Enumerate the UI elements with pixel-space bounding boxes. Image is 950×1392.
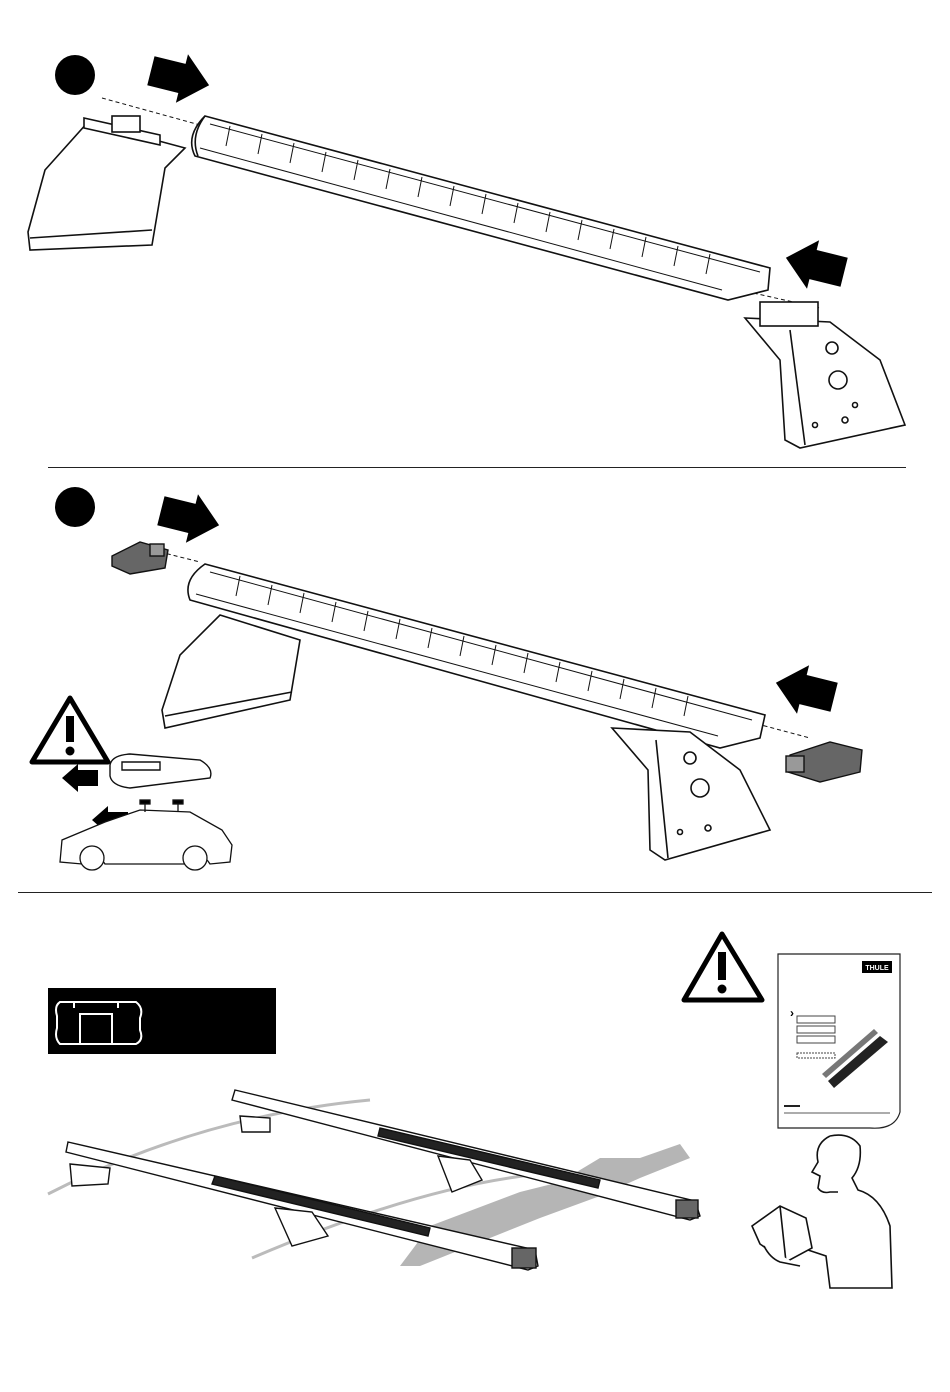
roof-bar: [192, 116, 770, 300]
manual-icon: THULE ›: [778, 954, 900, 1128]
arrow-left-icon: [62, 764, 98, 792]
warning-icon: [32, 698, 108, 762]
warning-icon: [684, 934, 762, 1000]
car-front-direction-icon: [60, 800, 232, 870]
step-1-panel: [0, 0, 950, 468]
end-cap-right: [786, 742, 862, 782]
arrow-left-icon: [770, 658, 840, 721]
final-check-panel: THULE ›: [0, 896, 950, 1392]
step-2-illustration: [0, 470, 950, 894]
left-foot: [28, 116, 185, 250]
right-foot: [745, 302, 905, 448]
arrow-right-icon: [155, 486, 225, 549]
bar-profile-icon: [110, 754, 211, 788]
divider: [18, 892, 932, 893]
arrow-right-icon: [145, 46, 215, 109]
right-foot: [612, 728, 770, 860]
svg-text:›: ›: [790, 1006, 794, 1020]
arrow-left-icon: [780, 233, 850, 296]
final-illustration: THULE ›: [0, 896, 950, 1392]
left-foot: [162, 615, 300, 728]
person-reading-icon: [752, 1135, 892, 1288]
step-1-illustration: [0, 0, 950, 468]
divider: [48, 467, 906, 468]
end-cap-left: [112, 542, 168, 574]
step-2-panel: [0, 470, 950, 894]
manual-logo-text: THULE: [865, 965, 889, 972]
